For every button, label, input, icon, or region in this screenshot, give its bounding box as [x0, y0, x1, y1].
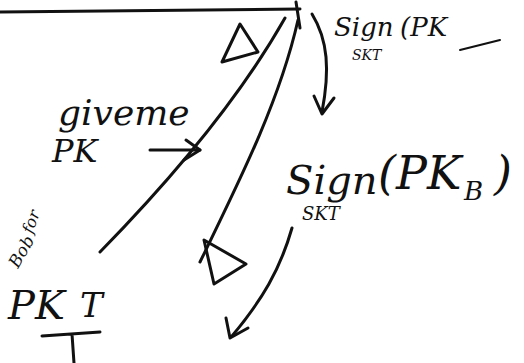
note-text: PK — [52, 135, 97, 167]
sign-subscript: B — [464, 178, 483, 204]
arrowhead — [226, 318, 248, 338]
arrowhead — [314, 96, 334, 114]
t-stroke — [42, 332, 100, 363]
sign-text: Sign — [334, 14, 394, 40]
pointer-arrow — [150, 149, 200, 152]
key-name: PK — [8, 285, 65, 325]
sign-text: (PK — [400, 14, 447, 40]
sign-text: (PK — [378, 150, 461, 196]
sign-text: Sign — [286, 160, 378, 200]
sign-text: ) — [494, 150, 512, 196]
note-text: giveme — [58, 95, 190, 131]
sign-subscript: SKT — [352, 48, 381, 62]
hollow-arrowhead — [222, 24, 258, 62]
scribble — [460, 40, 500, 50]
sign-subscript: SKT — [302, 205, 340, 223]
curved-arrow — [232, 228, 292, 336]
key-subscript: T — [80, 288, 103, 322]
reply-line — [200, 20, 298, 262]
hollow-arrowhead — [204, 240, 246, 284]
note-text: Bob — [6, 233, 38, 271]
arrowhead — [184, 140, 200, 160]
note-text: for — [20, 208, 43, 235]
top-line — [0, 9, 300, 12]
request-line — [100, 18, 285, 252]
